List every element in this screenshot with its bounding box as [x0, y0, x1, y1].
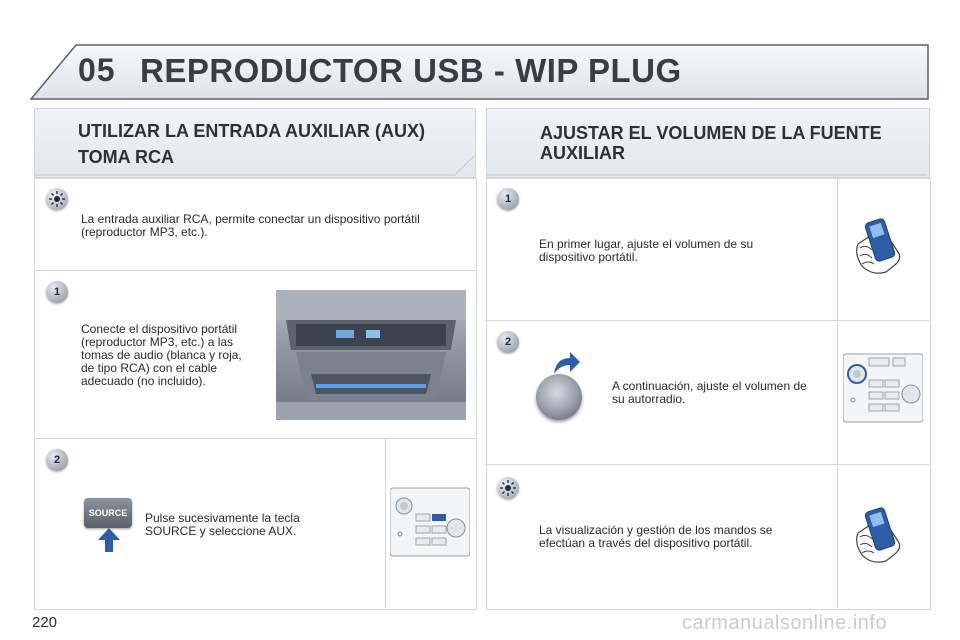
- turn-arrow-icon: [552, 350, 580, 381]
- left-section-header: [34, 108, 476, 178]
- tip-text-line: La entrada auxiliar RCA, permite conecta…: [81, 212, 420, 226]
- step-badge: 2: [497, 331, 519, 353]
- step-text-line: Conecte el dispositivo portátil: [81, 322, 238, 336]
- chapter-number: 05: [78, 52, 116, 88]
- step2-text: Pulse sucesivamente la tecla SOURCE y se…: [145, 512, 335, 538]
- watermark: carmanualsonline.info: [682, 612, 888, 634]
- divider: [34, 270, 475, 271]
- right-heading-line2: AUXILIAR: [540, 143, 625, 163]
- left-heading-line2: TOMA RCA: [78, 147, 174, 167]
- step-text-line: SOURCE y seleccione AUX.: [145, 524, 297, 538]
- title-banner: [30, 44, 930, 100]
- step-badge: 2: [46, 449, 68, 471]
- right-heading-line1: AJUSTAR EL VOLUMEN DE LA FUENTE: [540, 123, 882, 143]
- step-text-line: de tipo RCA) con el cable: [81, 361, 218, 375]
- page-number: 220: [32, 614, 58, 631]
- portable-device-hand-icon: [852, 503, 908, 572]
- step-text-line: adecuado (no incluido).: [81, 374, 206, 388]
- divider: [837, 179, 838, 608]
- divider: [34, 438, 475, 439]
- right-step1-text: En primer lugar, ajuste el volumen de su…: [539, 238, 829, 264]
- radio-volume-panel-icon: [842, 352, 924, 429]
- portable-device-hand-icon: [852, 214, 908, 283]
- press-arrow-icon: [98, 528, 120, 557]
- step-text-line: su autorradio.: [612, 392, 686, 406]
- tip-text-line: efectúan a través del dispositivo portát…: [539, 536, 753, 550]
- right-tip-text: La visualización y gestión de los mandos…: [539, 524, 829, 550]
- tip-text: La entrada auxiliar RCA, permite conecta…: [81, 213, 466, 239]
- left-heading-line1: UTILIZAR LA ENTRADA AUXILIAR (AUX): [78, 121, 425, 141]
- radio-panel-icon: [389, 486, 471, 563]
- step1-text: Conecte el dispositivo portátil (reprodu…: [81, 323, 266, 388]
- step-text-line: A continuación, ajuste el volumen de: [612, 379, 807, 393]
- right-section-header: [486, 108, 930, 178]
- page-title: REPRODUCTOR USB - WIP PLUG: [140, 52, 682, 89]
- step-badge: 1: [46, 281, 68, 303]
- tip-icon: [497, 477, 519, 499]
- tip-text-line: (reproductor MP3, etc.).: [81, 225, 208, 239]
- volume-knob-icon: [536, 374, 582, 420]
- divider: [486, 464, 929, 465]
- step-text-line: En primer lugar, ajuste el volumen de su: [539, 237, 754, 251]
- tip-text-line: La visualización y gestión de los mandos…: [539, 523, 773, 537]
- step-text-line: tomas de audio (blanca y roja,: [81, 348, 242, 362]
- right-step2-text: A continuación, ajuste el volumen de su …: [612, 380, 827, 406]
- tip-icon: [46, 188, 68, 210]
- step-badge: 1: [497, 188, 519, 210]
- step-text-line: (reproductor MP3, etc.) a las: [81, 335, 234, 349]
- divider: [486, 320, 929, 321]
- step-text-line: dispositivo portátil.: [539, 250, 638, 264]
- glovebox-photo: [276, 290, 466, 420]
- divider: [385, 439, 386, 608]
- step-text-line: Pulse sucesivamente la tecla: [145, 511, 300, 525]
- source-key-icon: SOURCE: [84, 498, 132, 528]
